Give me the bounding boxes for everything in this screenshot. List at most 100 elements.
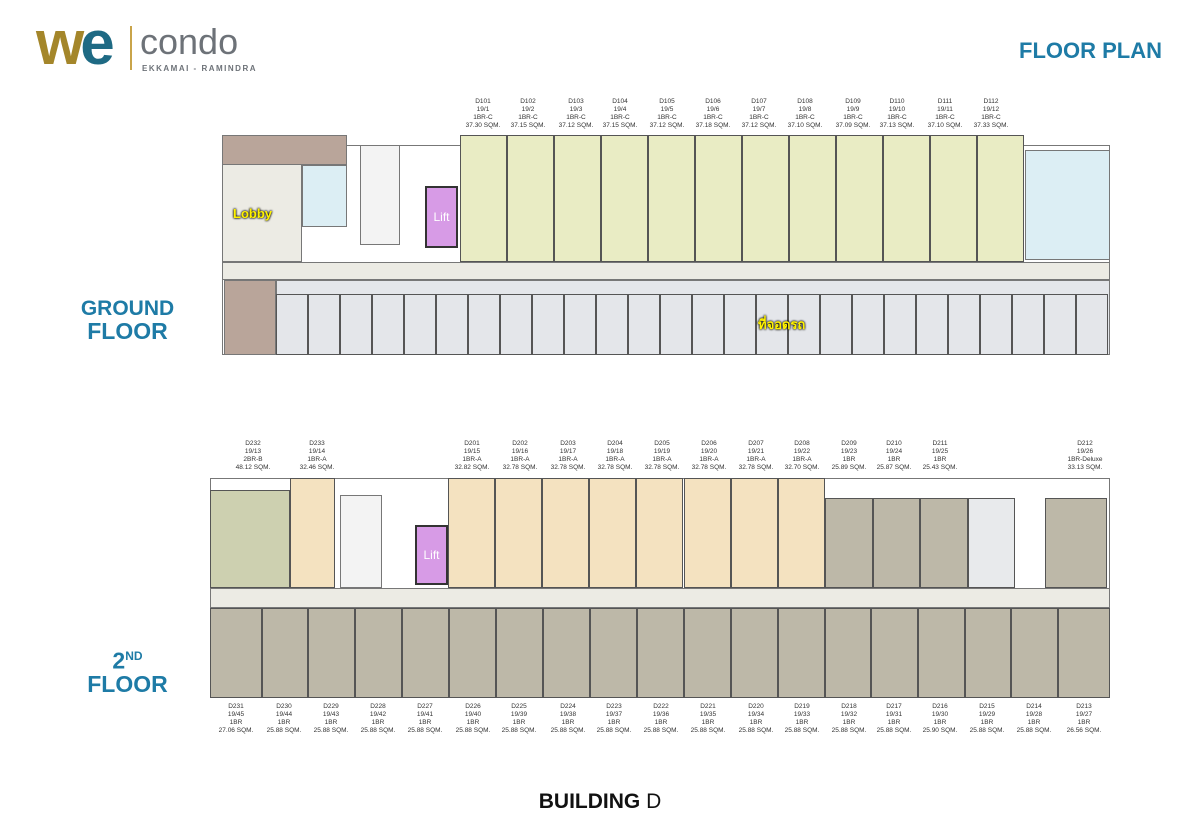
unit-type: 1BR-C	[935, 114, 955, 121]
parking-bay	[660, 294, 692, 355]
parking-bay	[628, 294, 660, 355]
unit-type: 1BR-A	[605, 456, 625, 463]
unit-type: 1BR	[749, 719, 763, 726]
unit-area: 25.88 SQM.	[1016, 727, 1052, 734]
unit-code: D227	[417, 703, 433, 710]
parking-bay	[564, 294, 596, 355]
second-unit-D224	[543, 608, 590, 698]
unit-number: 19/16	[511, 448, 529, 455]
ground-floor-label: GROUND FLOOR	[80, 297, 175, 343]
unit-number: 19/25	[931, 448, 949, 455]
unit-type: 1BR	[1077, 719, 1091, 726]
unit-number: 19/23	[840, 448, 858, 455]
unit-code: D219	[794, 703, 810, 710]
logo-tagline: EKKAMAI - RAMINDRA	[142, 64, 257, 73]
ground-unit-D109	[836, 135, 883, 262]
unit-code: D208	[794, 440, 810, 447]
parking-bay	[884, 294, 916, 355]
unit-number: 19/45	[227, 711, 245, 718]
unit-type: 1BR	[607, 719, 621, 726]
second-stair	[340, 495, 382, 588]
unit-area: 32.70 SQM.	[784, 464, 820, 471]
parking-bay	[372, 294, 404, 355]
ground-floor-label-line2: FLOOR	[87, 318, 168, 344]
unit-code: D105	[659, 98, 675, 105]
unit-number: 19/35	[699, 711, 717, 718]
parking-bay	[436, 294, 468, 355]
unit-area: 37.33 SQM.	[973, 122, 1009, 129]
unit-number: 19/2	[521, 106, 535, 113]
unit-area: 25.88 SQM.	[407, 727, 443, 734]
unit-code: D214	[1026, 703, 1042, 710]
unit-code: D231	[228, 703, 244, 710]
unit-area: 25.88 SQM.	[596, 727, 632, 734]
unit-type: 1BR-A	[699, 456, 719, 463]
second-unit-D227	[402, 608, 449, 698]
unit-area: 25.88 SQM.	[501, 727, 537, 734]
unit-number: 19/6	[706, 106, 720, 113]
parking-bay	[308, 294, 340, 355]
unit-type: 1BR-Deluxe	[1067, 456, 1103, 463]
ground-unit-D103	[554, 135, 601, 262]
unit-number: 19/1	[476, 106, 490, 113]
unit-type: 1BR	[980, 719, 994, 726]
unit-number: 19/20	[700, 448, 718, 455]
unit-area: 37.10 SQM.	[787, 122, 823, 129]
unit-code: D102	[520, 98, 536, 105]
ground-floor-label-line1: GROUND	[80, 297, 175, 320]
unit-number: 19/5	[660, 106, 674, 113]
unit-code: D205	[654, 440, 670, 447]
unit-type: 1BR	[512, 719, 526, 726]
unit-type: 1BR	[701, 719, 715, 726]
unit-type: 1BR-C	[473, 114, 493, 121]
unit-number: 19/3	[569, 106, 583, 113]
unit-number: 19/15	[463, 448, 481, 455]
unit-area: 25.88 SQM.	[784, 727, 820, 734]
parking-bay	[532, 294, 564, 355]
unit-code: D111	[937, 98, 953, 105]
logo-condo: condo	[140, 21, 239, 62]
unit-type: 1BR	[842, 456, 856, 463]
logo-we: we	[36, 9, 115, 78]
second-unit-D213	[1058, 608, 1110, 698]
unit-area: 32.78 SQM.	[597, 464, 633, 471]
unit-code: D204	[607, 440, 623, 447]
unit-number: 19/40	[464, 711, 482, 718]
unit-area: 37.15 SQM.	[602, 122, 638, 129]
ground-unit-D112	[977, 135, 1024, 262]
parking-bay	[276, 294, 308, 355]
unit-number: 19/17	[559, 448, 577, 455]
unit-area: 32.82 SQM.	[454, 464, 490, 471]
unit-number: 19/44	[275, 711, 293, 718]
unit-code: D218	[841, 703, 857, 710]
unit-code: D230	[276, 703, 292, 710]
second-unit-D208	[777, 478, 825, 588]
unit-number: 19/34	[747, 711, 765, 718]
unit-number: 19/12	[982, 106, 1000, 113]
unit-area: 25.88 SQM.	[550, 727, 586, 734]
lobby-roof	[222, 135, 347, 165]
unit-number: 19/39	[510, 711, 528, 718]
unit-code: D202	[512, 440, 528, 447]
second-unit-D232	[210, 490, 290, 588]
unit-area: 25.88 SQM.	[266, 727, 302, 734]
ground-unit-D110	[883, 135, 930, 262]
unit-type: 1BR	[277, 719, 291, 726]
unit-area: 37.12 SQM.	[558, 122, 594, 129]
building-prefix: BUILDING	[538, 790, 641, 813]
unit-type: 1BR	[1027, 719, 1041, 726]
second-unit-D210	[872, 498, 920, 588]
